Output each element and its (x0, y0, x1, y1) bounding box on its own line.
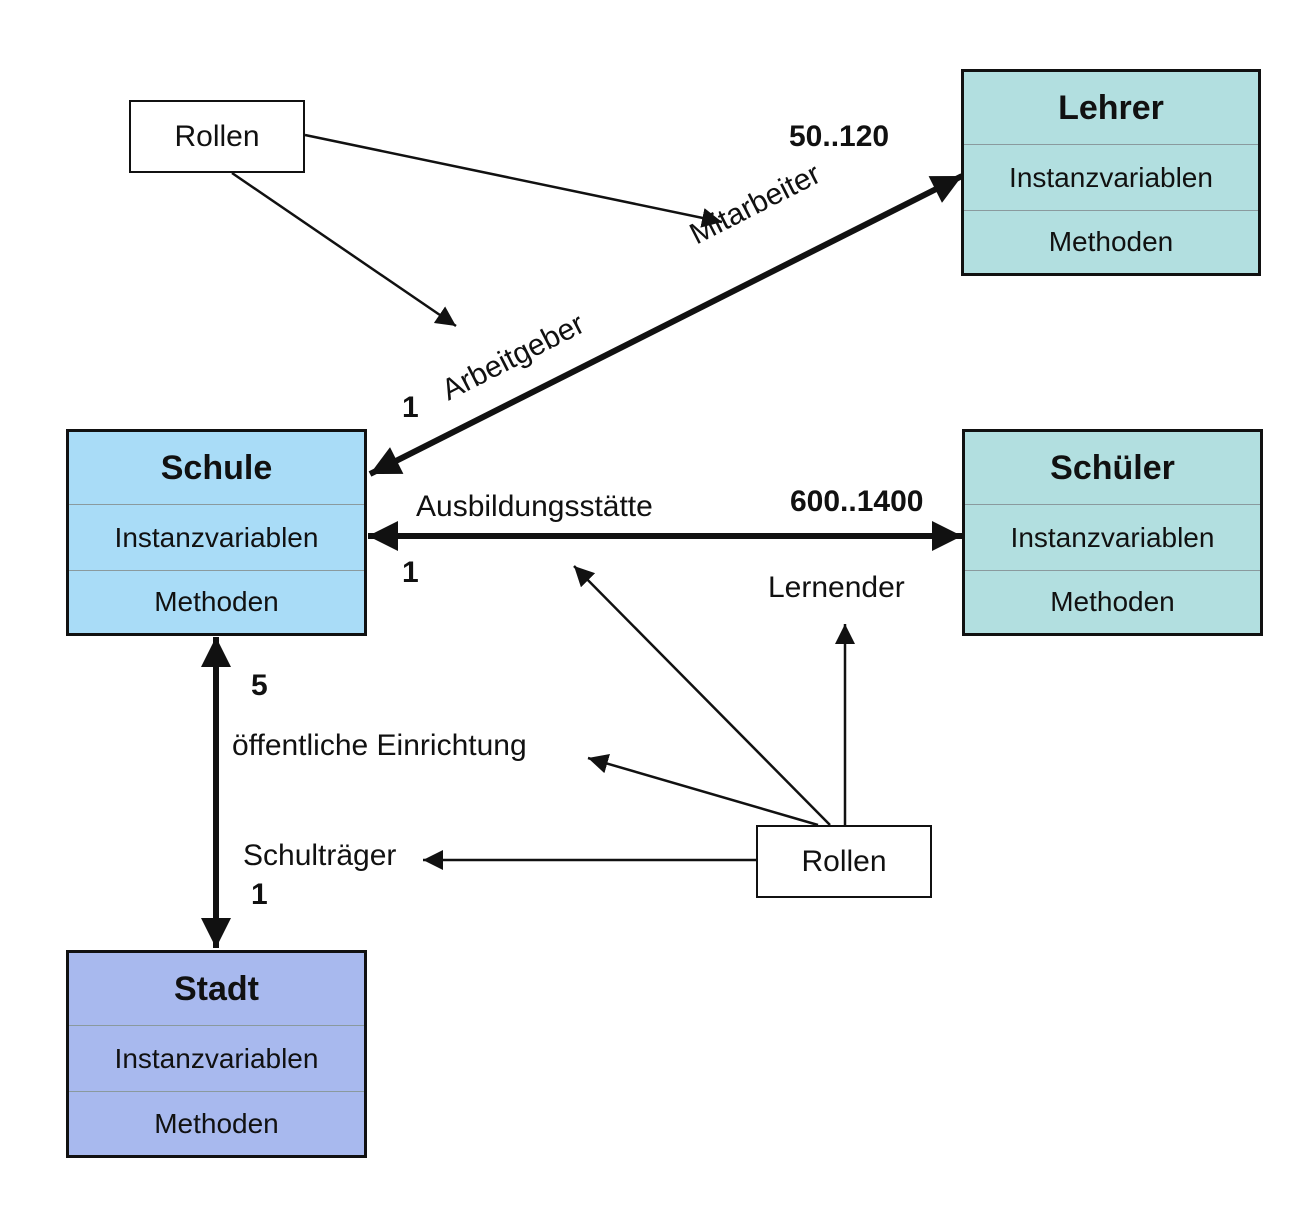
multiplicity-schule-einrichtung: 5 (251, 669, 268, 702)
class-stadt-title: Stadt (174, 969, 259, 1008)
multiplicity-stadt: 1 (251, 878, 268, 911)
class-schule-methods: Methoden (69, 570, 364, 633)
class-lehrer-title: Lehrer (1058, 88, 1164, 127)
roles-box-top[interactable]: Rollen (129, 100, 305, 173)
class-lehrer-fields: Instanzvariablen (964, 144, 1258, 210)
roles-box-bottom[interactable]: Rollen (756, 825, 932, 898)
class-schule-fields: Instanzvariablen (69, 504, 364, 570)
class-lehrer[interactable]: Lehrer Instanzvariablen Methoden (961, 69, 1261, 276)
class-schueler-fields: Instanzvariablen (965, 504, 1260, 570)
multiplicity-schueler: 600..1400 (790, 485, 924, 518)
class-schueler-methods: Methoden (965, 570, 1260, 633)
role-arrow-to-oeffentliche-einrichtung (587, 753, 819, 827)
role-label-ausbildungsstaette: Ausbildungsstätte (416, 490, 653, 523)
role-arrow-to-ausbildungsstaette (573, 565, 831, 826)
class-lehrer-methods: Methoden (964, 210, 1258, 273)
role-label-oeffentliche-einrichtung: öffentliche Einrichtung (232, 729, 527, 762)
multiplicity-schule-arbeitgeber: 1 (402, 391, 419, 424)
class-schueler-title: Schüler (1050, 448, 1175, 487)
multiplicity-lehrer: 50..120 (789, 120, 890, 153)
class-schule[interactable]: Schule Instanzvariablen Methoden (66, 429, 367, 636)
role-label-lernender: Lernender (768, 571, 905, 604)
role-label-schultraeger: Schulträger (243, 839, 397, 872)
class-schule-title: Schule (160, 448, 273, 487)
role-arrow-to-arbeitgeber (231, 171, 457, 328)
class-stadt[interactable]: Stadt Instanzvariablen Methoden (66, 950, 367, 1158)
class-stadt-methods: Methoden (69, 1091, 364, 1155)
multiplicity-schule-ausbildungsstaette: 1 (402, 556, 419, 589)
class-stadt-fields: Instanzvariablen (69, 1025, 364, 1091)
association-schule-lehrer (368, 173, 964, 477)
class-schueler[interactable]: Schüler Instanzvariablen Methoden (962, 429, 1263, 636)
role-arrow-to-mitarbeiter (304, 133, 723, 228)
